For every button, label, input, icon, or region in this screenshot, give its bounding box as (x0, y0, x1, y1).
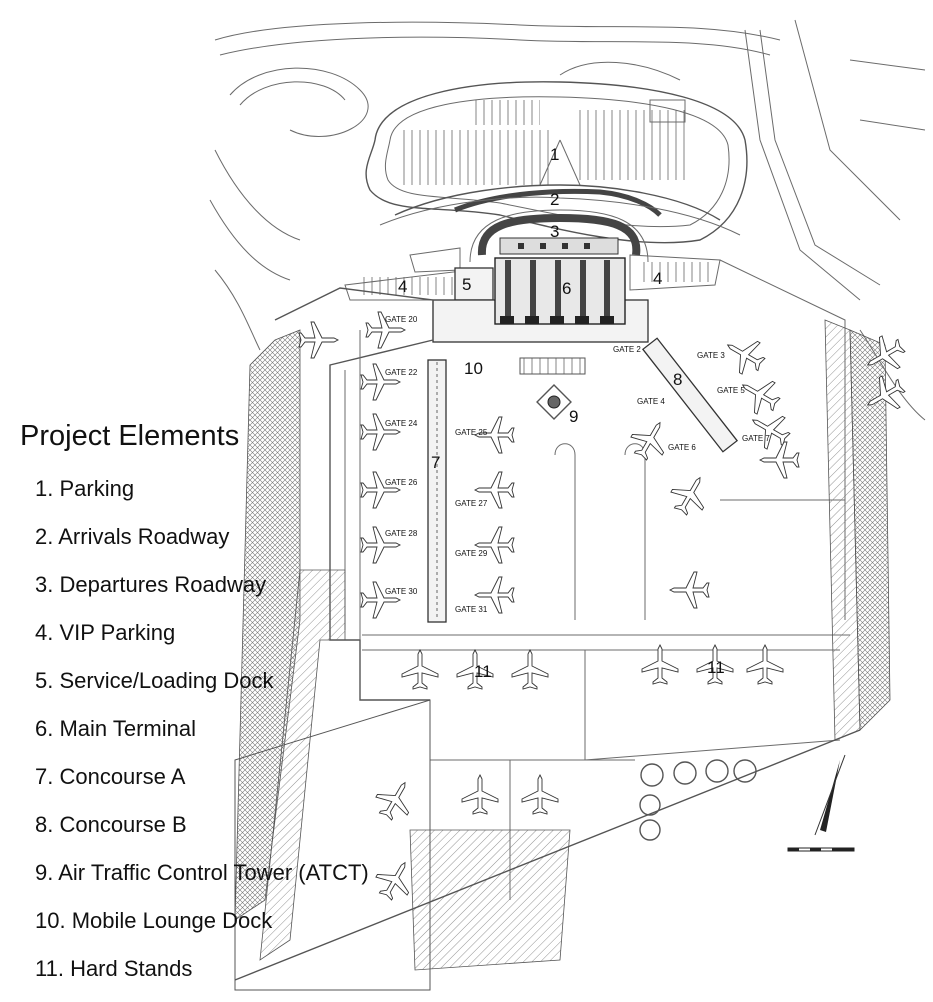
gate-label: GATE 31 (455, 605, 488, 614)
gate-label: GATE 2 (613, 345, 641, 354)
label-service-dock: 5 (462, 275, 471, 294)
gate-label: GATE 4 (637, 397, 665, 406)
gate-label: GATE 25 (455, 428, 488, 437)
gate-label: GATE 3 (697, 351, 725, 360)
legend-item: 8. Concourse B (35, 812, 187, 837)
label-concourse-b: 8 (673, 370, 682, 389)
airfield-hatching (234, 319, 891, 991)
parking-lot (365, 81, 748, 244)
gate-label: GATE 30 (385, 587, 418, 596)
legend-item: 6. Main Terminal (35, 716, 196, 741)
label-mobile-lounge-dock: 10 (464, 359, 483, 378)
aircraft-group (298, 311, 911, 906)
gate-label: GATE 7 (742, 434, 770, 443)
departures-roadway (469, 209, 649, 263)
legend-title: Project Elements (20, 420, 240, 452)
legend-item: 7. Concourse A (35, 764, 186, 789)
gate-label: GATE 29 (455, 549, 488, 558)
legend-item: 4. VIP Parking (35, 620, 176, 645)
label-hard-stands-west: 11 (474, 662, 492, 681)
vip-parking (344, 247, 721, 301)
legend-item: 1. Parking (35, 476, 135, 501)
label-concourse-a: 7 (431, 453, 440, 472)
concourse-b (641, 337, 739, 453)
label-vip-parking-west: 4 (398, 277, 407, 296)
concourse-a (427, 359, 447, 623)
gate-label: GATE 28 (385, 529, 418, 538)
legend-item: 11. Hard Stands (35, 956, 193, 981)
label-arrivals-roadway: 2 (550, 190, 559, 209)
label-vip-parking-east: 4 (653, 269, 662, 288)
north-arrow-icon (814, 754, 846, 836)
gate-label: GATE 20 (385, 315, 418, 324)
mobile-lounge-dock (519, 357, 586, 375)
label-main-terminal: 6 (562, 279, 571, 298)
gate-label: GATE 26 (385, 478, 418, 487)
arrivals-roadway (379, 184, 741, 236)
legend-item: 5. Service/Loading Dock (35, 668, 274, 693)
helipads (639, 759, 757, 841)
legend-item: 9. Air Traffic Control Tower (ATCT) (35, 860, 369, 885)
label-hard-stands-east: 11 (707, 658, 725, 677)
gate-label: GATE 24 (385, 419, 418, 428)
legend-list: 1. Parking 2. Arrivals Roadway 3. Depart… (35, 474, 369, 1002)
legend-item: 10. Mobile Lounge Dock (35, 908, 273, 933)
atct (536, 384, 572, 420)
label-parking: 1 (550, 145, 559, 164)
gate-label: GATE 6 (668, 443, 696, 452)
main-terminal (432, 257, 649, 343)
gate-label: GATE 27 (455, 499, 488, 508)
gate-label: GATE 22 (385, 368, 418, 377)
legend-item: 3. Departures Roadway (35, 572, 267, 597)
service-loading-dock (454, 267, 494, 301)
gate-label: GATE 5 (717, 386, 745, 395)
scale-bar (787, 847, 855, 852)
legend-item: 2. Arrivals Roadway (35, 524, 230, 549)
label-departures-roadway: 3 (550, 222, 559, 241)
label-atct: 9 (569, 407, 578, 426)
